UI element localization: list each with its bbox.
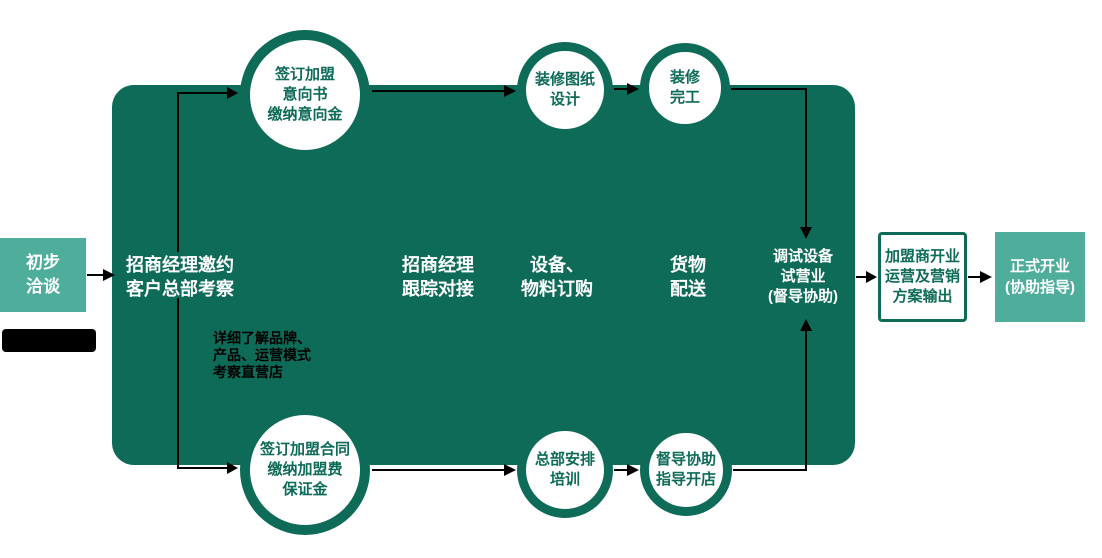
text-line: 完工 [669,89,700,106]
text-line: (协助指导) [1005,279,1075,296]
step-trial: 调试设备 试营业 (督导协助) [751,247,855,307]
black-ink-artifact [2,329,96,352]
text-line: 正式开业 [1009,258,1070,275]
text-line: 招商经理 [402,255,474,275]
text-line: 缴纳意向金 [267,106,343,123]
text-line: 缴纳加盟费 [267,461,343,478]
circle-design: 装修图纸 设计 [517,42,613,138]
arrow-panel-to-outcome [856,271,877,283]
start-box: 初步 洽谈 [0,238,86,312]
text-line: 洽谈 [26,277,60,296]
text-line: 运营及营销 [884,268,960,285]
text-line: 保证金 [282,481,328,498]
text-line: 客户总部考察 [126,279,234,299]
text-line: 物料订购 [521,279,593,299]
circle-done: 装修 完工 [640,43,730,133]
text-line: 方案输出 [892,288,953,305]
circle-training: 总部安排 培训 [517,422,613,518]
text-line: 设备、 [530,255,584,275]
text-line: 设计 [549,91,580,108]
circle-intent: 签订加盟 意向书 缴纳意向金 [240,30,370,160]
text-line: 试营业 [780,268,826,285]
text-line: 加盟商开业 [884,248,960,265]
text-line: 总部安排 [534,451,595,468]
step-delivery: 货物 配送 [640,253,736,301]
text-line: 督导协助 [655,451,716,468]
text-line: 培训 [549,471,580,488]
arrow-outcome-to-final [968,271,992,283]
arrow-contract-to-training [372,464,516,476]
text-line: 货物 [670,255,706,275]
outcome-box: 加盟商开业 运营及营销 方案输出 [878,232,967,322]
text-line: 配送 [670,279,706,299]
text-line: 详细了解品牌、 [213,330,311,346]
text-line: (督导协助) [768,288,838,305]
text-line: 调试设备 [772,248,833,265]
final-box: 正式开业 (协助指导) [995,232,1085,322]
text-line: 产品、运营模式 [213,347,311,363]
arrow-training-to-supervise [614,464,639,476]
step-follow: 招商经理 跟踪对接 [378,253,498,301]
text-line: 签订加盟合同 [259,441,350,458]
text-line: 招商经理邀约 [126,255,234,275]
text-line: 指导开店 [655,471,716,488]
step-invite: 招商经理邀约 客户总部考察 [116,250,244,304]
text-line: 装修 [669,69,700,86]
text-line: 跟踪对接 [402,279,474,299]
text-line: 装修图纸 [534,71,595,88]
inspection-note: 详细了解品牌、 产品、运营模式 考察直营店 [213,330,311,381]
text-line: 签订加盟 [274,66,335,83]
text-line: 考察直营店 [213,364,283,380]
text-line: 初步 [26,253,60,272]
text-line: 意向书 [282,86,328,103]
step-order: 设备、 物料订购 [497,253,617,301]
arrow-start-to-panel [87,269,115,281]
circle-supervise: 督导协助 指导开店 [640,424,732,516]
circle-contract: 签订加盟合同 缴纳加盟费 保证金 [240,405,370,535]
